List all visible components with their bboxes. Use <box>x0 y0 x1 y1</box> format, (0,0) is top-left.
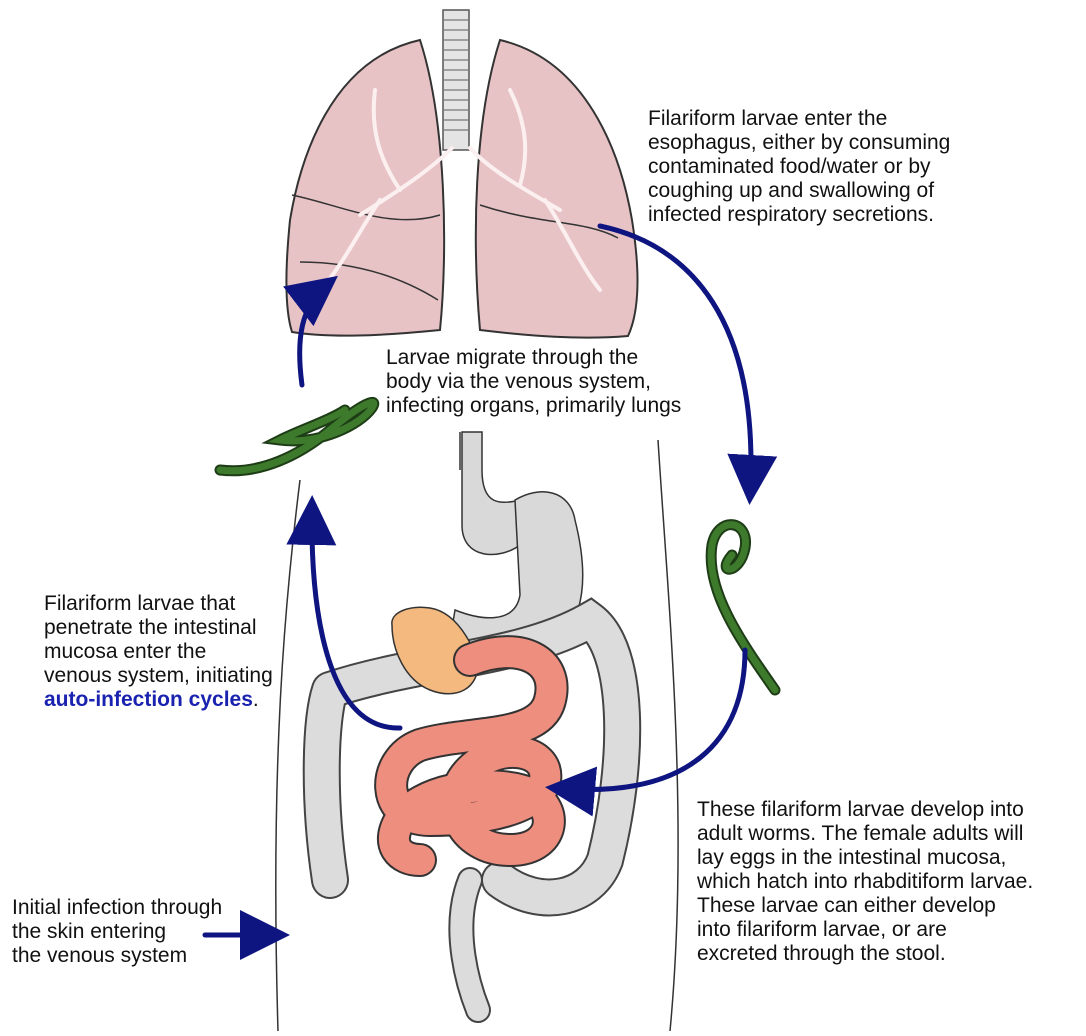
label-autoinfection-end: . <box>253 688 259 711</box>
label-autoinfection: Filariform larvae that penetrate the int… <box>44 592 273 712</box>
label-initial-infection: Initial infection through the skin enter… <box>12 896 222 968</box>
esophagus <box>462 432 520 555</box>
label-development: These filariform larvae develop into adu… <box>697 798 1033 966</box>
label-autoinfection-text: Filariform larvae that penetrate the int… <box>44 592 273 687</box>
right-lung <box>286 40 444 336</box>
larva-left <box>220 402 374 470</box>
label-migration: Larvae migrate through the body via the … <box>386 346 681 418</box>
left-lung <box>476 40 638 338</box>
arrow-larva-to-intestine <box>555 650 745 790</box>
auto-infection-highlight: auto-infection cycles <box>44 688 253 711</box>
trachea <box>443 10 469 150</box>
label-esophagus: Filariform larvae enter the esophagus, e… <box>648 107 950 227</box>
